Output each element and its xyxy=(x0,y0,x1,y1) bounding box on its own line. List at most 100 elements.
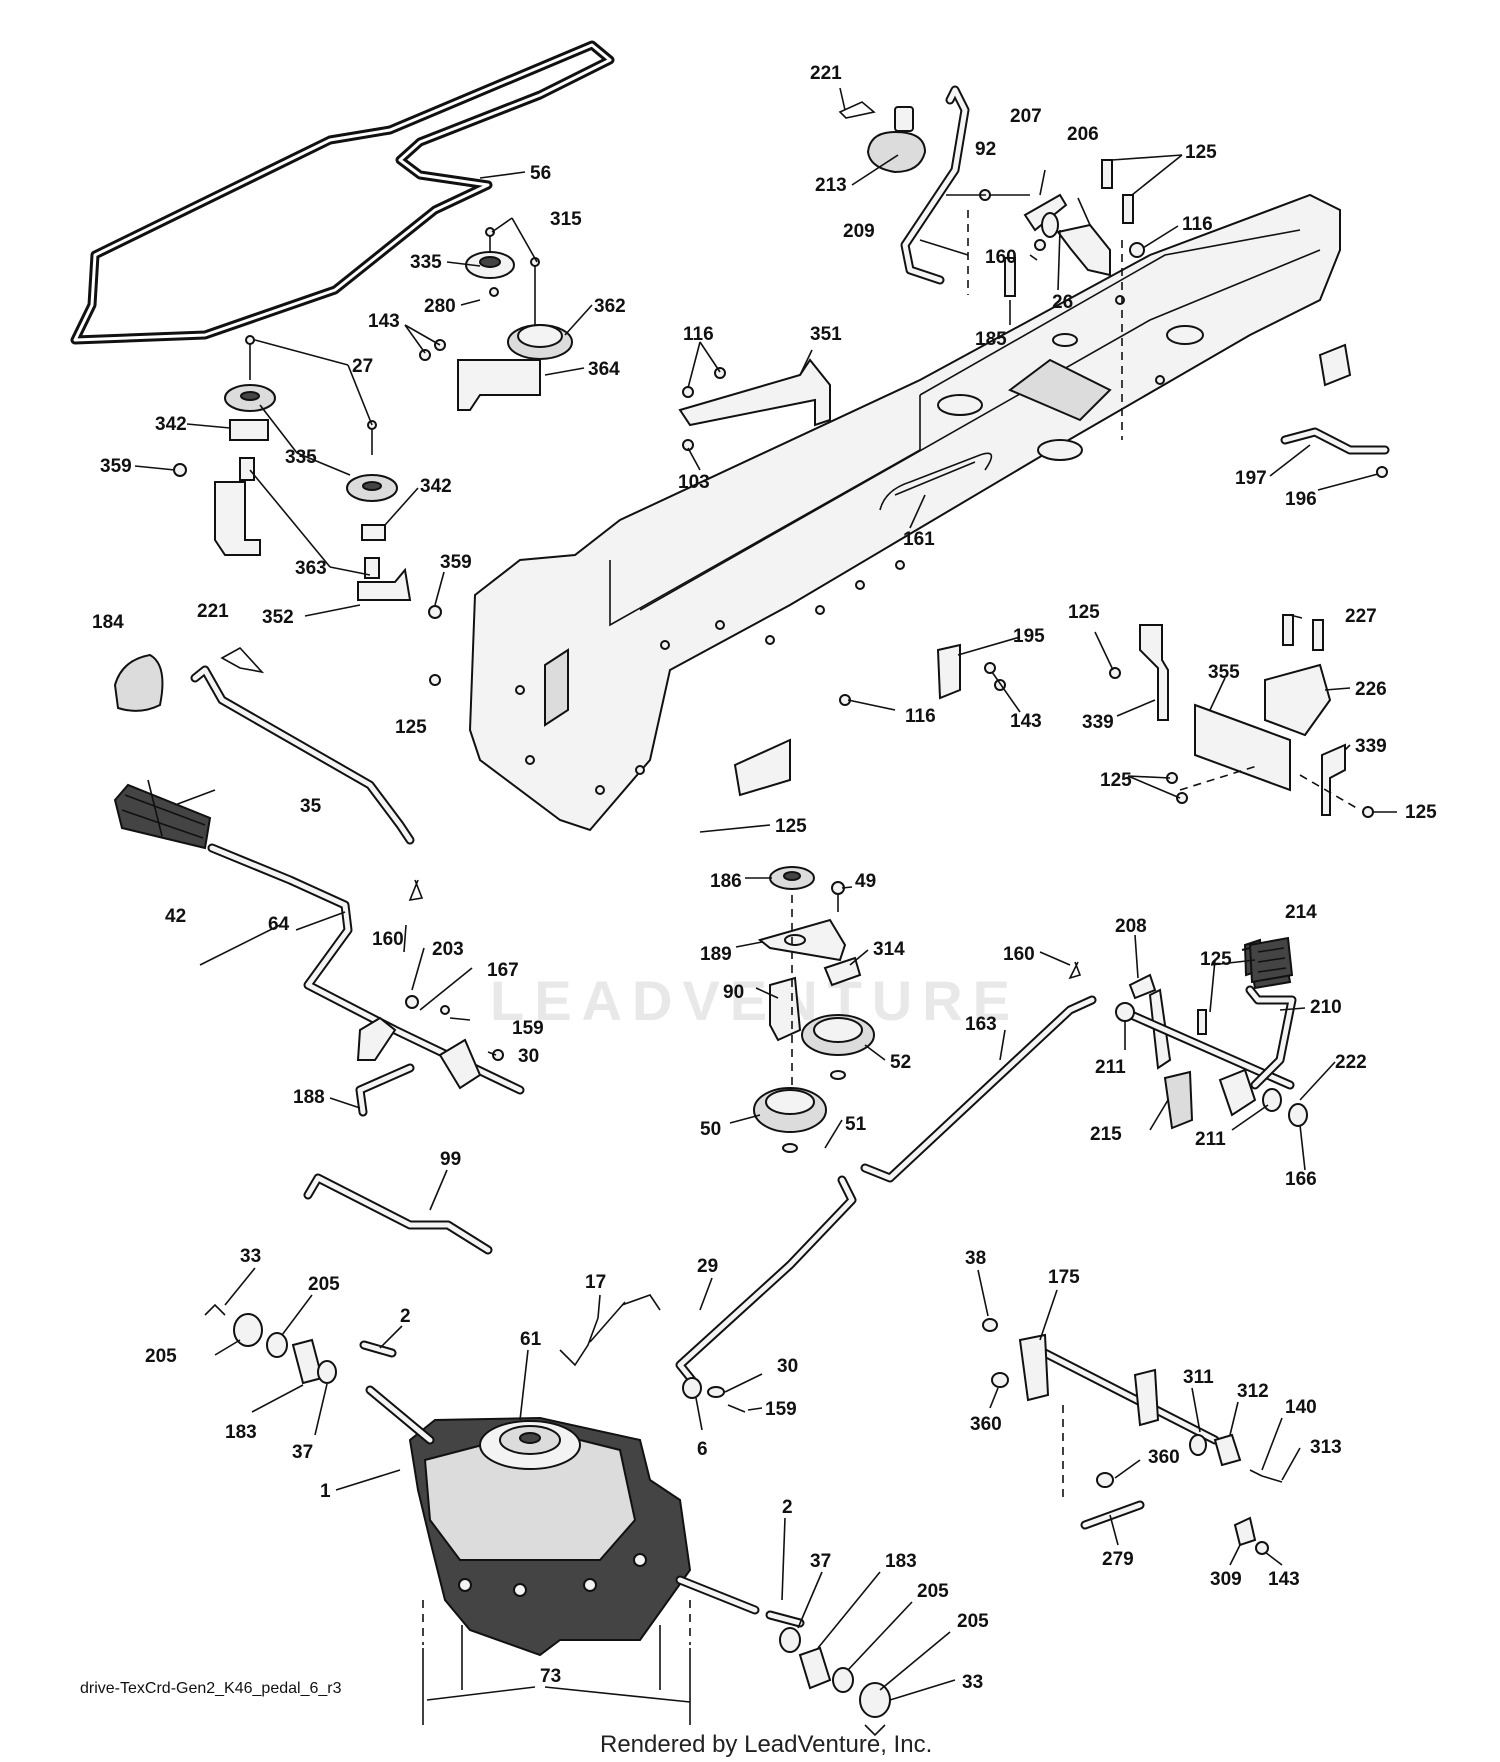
callout-221b: 221 xyxy=(810,63,842,84)
callout-211: 211 xyxy=(1095,1057,1126,1078)
callout-360: 360 xyxy=(970,1414,1002,1435)
callout-159b: 159 xyxy=(765,1399,797,1420)
transaxle-1 xyxy=(365,1385,760,1657)
callout-362: 362 xyxy=(594,296,626,317)
callout-52: 52 xyxy=(890,1052,911,1073)
callout-203: 203 xyxy=(432,939,464,960)
rod-29 xyxy=(675,1175,857,1385)
shift-lever-64 xyxy=(207,843,525,1117)
callout-205c: 205 xyxy=(917,1581,949,1602)
rod-99 xyxy=(303,1173,493,1255)
callout-352: 352 xyxy=(262,607,294,628)
callout-2b: 2 xyxy=(782,1497,793,1518)
callout-221: 221 xyxy=(197,601,229,622)
callout-143b: 143 xyxy=(1010,711,1042,732)
callout-37b: 37 xyxy=(810,1551,831,1572)
callout-185: 185 xyxy=(975,329,1007,350)
callout-50: 50 xyxy=(700,1119,721,1140)
drive-belt-56 xyxy=(70,40,615,345)
callout-315: 315 xyxy=(550,209,582,230)
callout-213: 213 xyxy=(815,175,847,196)
callout-73: 73 xyxy=(540,1666,561,1687)
callout-184: 184 xyxy=(92,612,124,633)
callout-125e: 125 xyxy=(1405,802,1437,823)
lift-rod-209 xyxy=(900,85,970,285)
callout-29: 29 xyxy=(697,1256,718,1277)
spring-17 xyxy=(559,1294,661,1367)
callout-342: 342 xyxy=(155,414,187,435)
callout-196: 196 xyxy=(1285,489,1317,510)
idler-pulley-group-left xyxy=(173,335,442,686)
callout-125: 125 xyxy=(395,717,427,738)
axle-hardware-left xyxy=(204,1303,397,1385)
callout-6: 6 xyxy=(697,1439,708,1460)
shift-knob-184 xyxy=(113,653,164,712)
callout-314: 314 xyxy=(873,939,905,960)
callout-leaders xyxy=(134,87,1397,1703)
callout-210: 210 xyxy=(1310,997,1342,1018)
callout-159: 159 xyxy=(512,1018,544,1039)
callout-360b: 360 xyxy=(1148,1447,1180,1468)
watermark-text: LEADVENTURE xyxy=(490,969,1020,1032)
pedal-pad-214 xyxy=(1248,936,1294,984)
callout-99: 99 xyxy=(440,1149,461,1170)
brake-rod-163 xyxy=(860,995,1097,1183)
callout-227: 227 xyxy=(1345,606,1377,627)
callout-2: 2 xyxy=(400,1306,411,1327)
callout-163: 163 xyxy=(965,1014,997,1035)
callout-61: 61 xyxy=(520,1329,542,1350)
clip-221-upper xyxy=(838,101,876,119)
callout-205b: 205 xyxy=(145,1346,177,1367)
callout-116: 116 xyxy=(1182,214,1213,235)
callout-116c: 116 xyxy=(905,706,936,727)
callout-175: 175 xyxy=(1048,1267,1080,1288)
callout-35: 35 xyxy=(300,796,322,817)
callout-342b: 342 xyxy=(420,476,452,497)
diagram-code-label: drive-TexCrd-Gen2_K46_pedal_6_r3 xyxy=(80,1680,342,1697)
callout-359: 359 xyxy=(100,456,132,477)
render-credit: Rendered by LeadVenture, Inc. xyxy=(600,1731,932,1758)
callout-279: 279 xyxy=(1102,1549,1134,1570)
callout-351: 351 xyxy=(810,324,842,345)
callout-26: 26 xyxy=(1052,292,1073,313)
callout-311: 311 xyxy=(1183,1367,1214,1388)
knob-213 xyxy=(866,106,927,174)
callout-189: 189 xyxy=(700,944,732,965)
callout-37: 37 xyxy=(292,1442,313,1463)
callout-30: 30 xyxy=(518,1046,539,1067)
callout-56: 56 xyxy=(530,163,551,184)
callout-140: 140 xyxy=(1285,1397,1317,1418)
callout-186: 186 xyxy=(710,871,742,892)
callout-160c: 160 xyxy=(1003,944,1035,965)
hardware-6-30-159 xyxy=(682,1377,746,1413)
callout-214: 214 xyxy=(1285,902,1317,923)
callout-42: 42 xyxy=(165,906,186,927)
callout-167: 167 xyxy=(487,960,519,981)
rod-35 xyxy=(190,665,415,845)
callout-183: 183 xyxy=(225,1422,257,1443)
callout-160b: 160 xyxy=(985,247,1017,268)
idler-pulley-group-upper xyxy=(419,227,573,411)
callout-339b: 339 xyxy=(1355,736,1387,757)
callout-226: 226 xyxy=(1355,679,1387,700)
bracket-group-339-355-226 xyxy=(1109,614,1374,818)
callout-309: 309 xyxy=(1210,1569,1242,1590)
callout-143: 143 xyxy=(368,311,400,332)
callout-125d: 125 xyxy=(1100,770,1132,791)
hand-grip-42 xyxy=(113,783,212,850)
callout-30b: 30 xyxy=(777,1356,798,1377)
callout-207: 207 xyxy=(1010,106,1042,127)
callout-208: 208 xyxy=(1115,916,1147,937)
callout-183b: 183 xyxy=(885,1551,917,1572)
callout-339: 339 xyxy=(1082,712,1114,733)
callout-116b: 116 xyxy=(683,324,714,345)
cross-shaft-175 xyxy=(982,1318,1283,1555)
callout-166: 166 xyxy=(1285,1169,1317,1190)
callout-125c: 125 xyxy=(1068,602,1100,623)
callout-103: 103 xyxy=(678,472,710,493)
callout-51: 51 xyxy=(845,1114,867,1135)
bolts-73 xyxy=(422,1600,691,1725)
callout-335b: 335 xyxy=(285,447,317,468)
callout-197: 197 xyxy=(1235,468,1267,489)
